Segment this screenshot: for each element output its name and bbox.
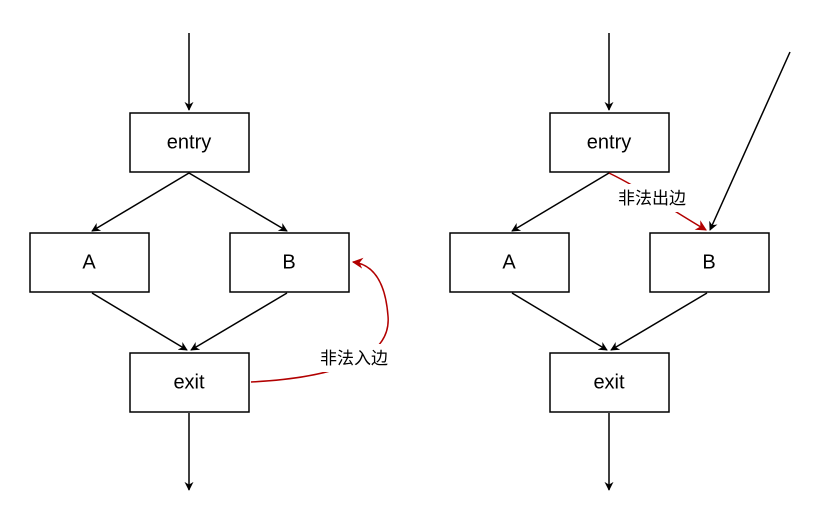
right-graph: entry A B exit 非法出边 [449,33,791,491]
left-node-exit-label: exit [173,371,205,393]
right-illegal-edge-label: 非法出边 [618,189,686,209]
left-node-a-label: A [82,251,96,273]
left-node-b: B [229,232,350,293]
left-illegal-edge-label: 非法入边 [320,349,388,369]
right-node-entry: entry [549,112,670,173]
left-node-b-label: B [282,251,295,273]
right-edge-b-exit [610,292,708,351]
left-node-entry: entry [129,112,250,173]
right-node-exit-label: exit [593,371,625,393]
right-node-a-label: A [502,251,516,273]
right-edge-a-exit [511,292,608,351]
left-graph: entry A B exit 非法入边 [29,33,400,491]
left-edge-b-exit [190,292,288,351]
left-node-entry-label: entry [167,131,211,153]
right-external-edge-into-b [709,51,791,231]
right-node-exit: exit [549,352,670,413]
left-node-a: A [29,232,150,293]
left-node-exit: exit [129,352,250,413]
left-edge-a-exit [91,292,188,351]
right-node-entry-label: entry [587,131,631,153]
right-illegal-label-bg [606,184,698,212]
left-edge-entry-a [91,172,190,232]
right-node-b-label: B [702,251,715,273]
left-edge-entry-b [188,172,288,232]
left-illegal-label-bg [308,344,400,372]
right-node-a: A [449,232,570,293]
right-edge-entry-a [511,172,610,232]
right-node-b: B [649,232,770,293]
left-illegal-in-edge [250,257,389,383]
